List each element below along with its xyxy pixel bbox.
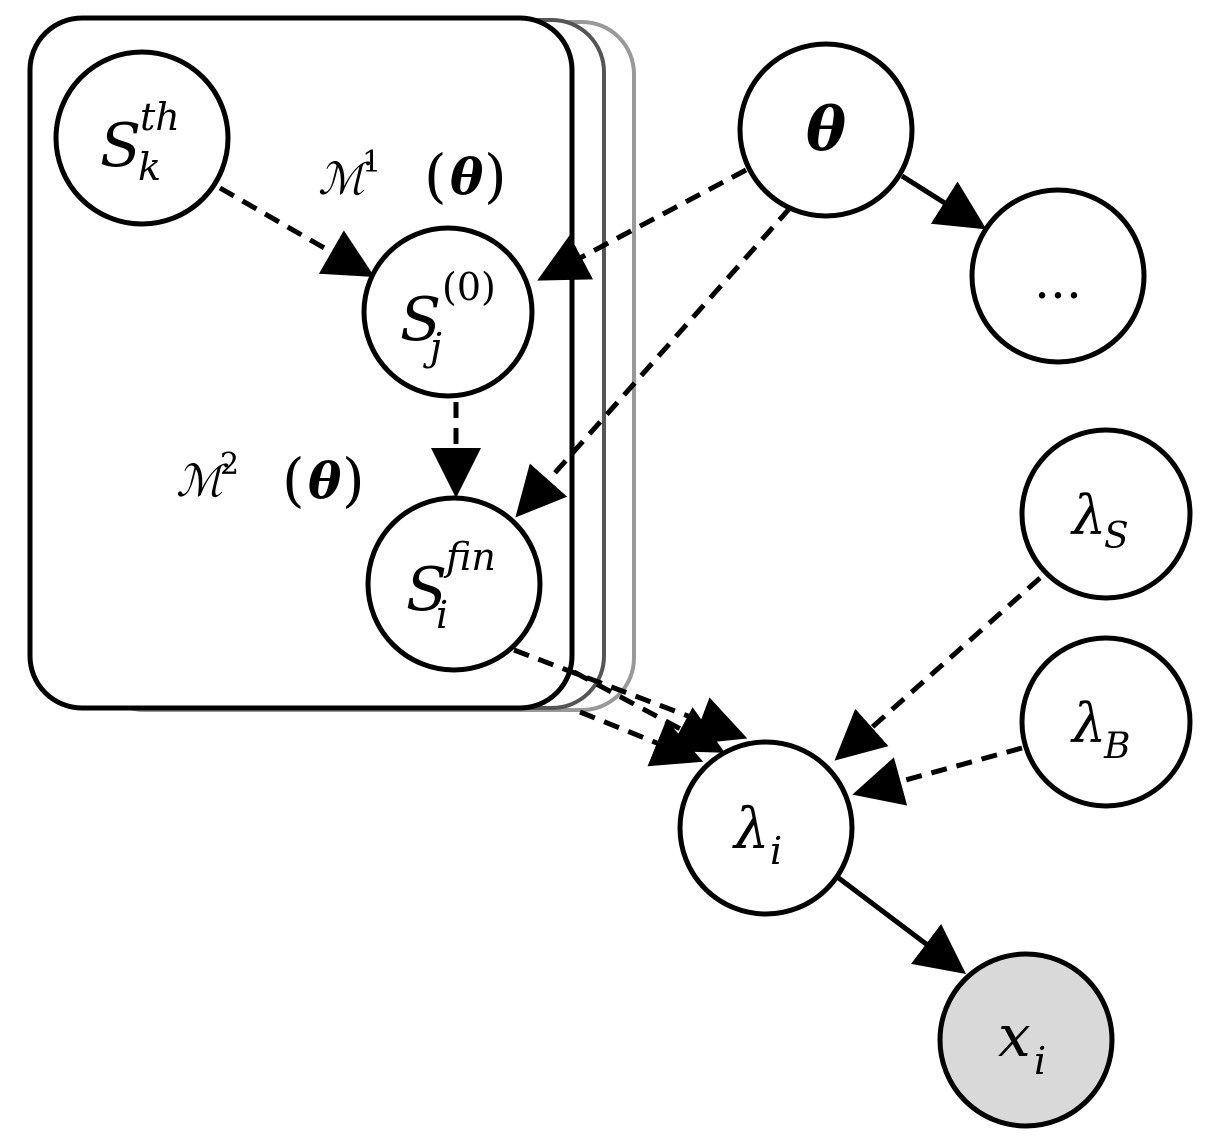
edge-lambda-s-to-lambda-i bbox=[834, 576, 1042, 761]
edge-lambda-b-to-lambda-i bbox=[852, 745, 1023, 806]
node-lambda-i-base: λ bbox=[732, 797, 770, 862]
edge-theta-to-sfin bbox=[515, 206, 792, 518]
node-x-i: x i bbox=[937, 951, 1115, 1129]
plate-label-m2: ℳ 2 ( θ ) bbox=[176, 446, 365, 514]
node-s-final-sub: i bbox=[436, 593, 448, 637]
node-s-initial: S (0) j bbox=[361, 225, 535, 399]
node-lambda-i: λ i bbox=[677, 739, 855, 917]
edge-theta-to-s0 bbox=[537, 167, 748, 281]
m2-open: ( bbox=[282, 446, 305, 514]
node-lambda-s-sub: S bbox=[1104, 516, 1129, 557]
node-lambda-b: λ B bbox=[1019, 635, 1193, 809]
node-s-final-sup: fin bbox=[443, 535, 496, 579]
node-x-i-base: x bbox=[998, 1002, 1031, 1070]
node-s-initial-base: S bbox=[400, 285, 441, 355]
node-lambda-b-sub: B bbox=[1103, 726, 1130, 767]
node-x-i-sub: i bbox=[1034, 1039, 1046, 1083]
edge-theta-to-ellipsis bbox=[900, 173, 987, 230]
node-ellipsis-label: ... bbox=[1034, 252, 1082, 310]
m2-script: ℳ bbox=[176, 456, 229, 507]
m2-sup: 2 bbox=[220, 447, 239, 482]
node-s-threshold: S th k bbox=[53, 49, 231, 227]
m1-script: ℳ bbox=[318, 154, 371, 205]
node-lambda-s-base: λ bbox=[1070, 484, 1106, 547]
node-theta-label: θ bbox=[806, 95, 846, 165]
node-ellipsis: ... bbox=[969, 187, 1147, 365]
m1-sup: 1 bbox=[362, 145, 381, 180]
edge-lambda-i-to-x-i bbox=[834, 874, 966, 975]
m1-close: ) bbox=[484, 142, 507, 210]
node-s-threshold-base: S bbox=[100, 111, 141, 181]
edge-plate3-to-lambda-i bbox=[579, 709, 704, 767]
node-s-threshold-sub: k bbox=[138, 145, 161, 189]
m2-close: ) bbox=[342, 446, 365, 514]
node-lambda-i-sub: i bbox=[770, 829, 782, 873]
m2-theta: θ bbox=[308, 451, 342, 510]
plate-label-m1: ℳ 1 ( θ ) bbox=[318, 142, 507, 210]
edge-sth-to-s0 bbox=[218, 185, 375, 277]
node-s-final: S fin i bbox=[365, 495, 543, 673]
node-s-threshold-sup: th bbox=[140, 95, 180, 139]
node-lambda-b-base: λ bbox=[1070, 692, 1106, 755]
m1-theta: θ bbox=[450, 147, 484, 206]
m1-open: ( bbox=[424, 142, 447, 210]
node-s-initial-sup: (0) bbox=[442, 265, 496, 309]
edge-sfin-to-lambda-i bbox=[513, 647, 748, 745]
node-theta: θ bbox=[737, 41, 915, 219]
node-lambda-s: λ S bbox=[1019, 427, 1193, 601]
node-s-final-base: S bbox=[406, 555, 447, 625]
